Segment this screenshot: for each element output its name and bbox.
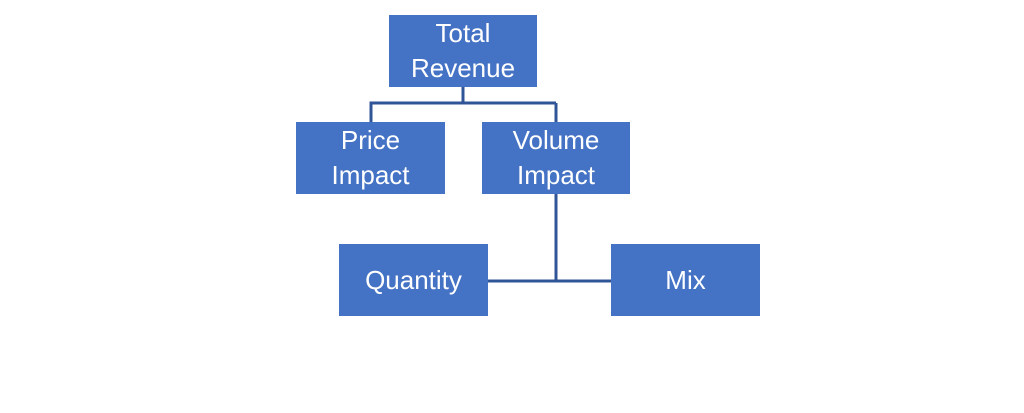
node-price-impact-label: Price Impact [331, 125, 410, 190]
node-volume-impact-label: Volume Impact [512, 125, 600, 190]
node-quantity: Quantity [339, 244, 488, 316]
node-price-impact: Price Impact [296, 122, 445, 194]
connector-group [369, 87, 611, 283]
node-quantity-label: Quantity [365, 264, 462, 295]
node-mix: Mix [611, 244, 760, 316]
node-total-revenue-label: Total Revenue [410, 18, 516, 83]
node-total-revenue: Total Revenue [389, 15, 537, 87]
node-mix-label: Mix [665, 264, 706, 295]
node-volume-impact: Volume Impact [482, 122, 630, 194]
